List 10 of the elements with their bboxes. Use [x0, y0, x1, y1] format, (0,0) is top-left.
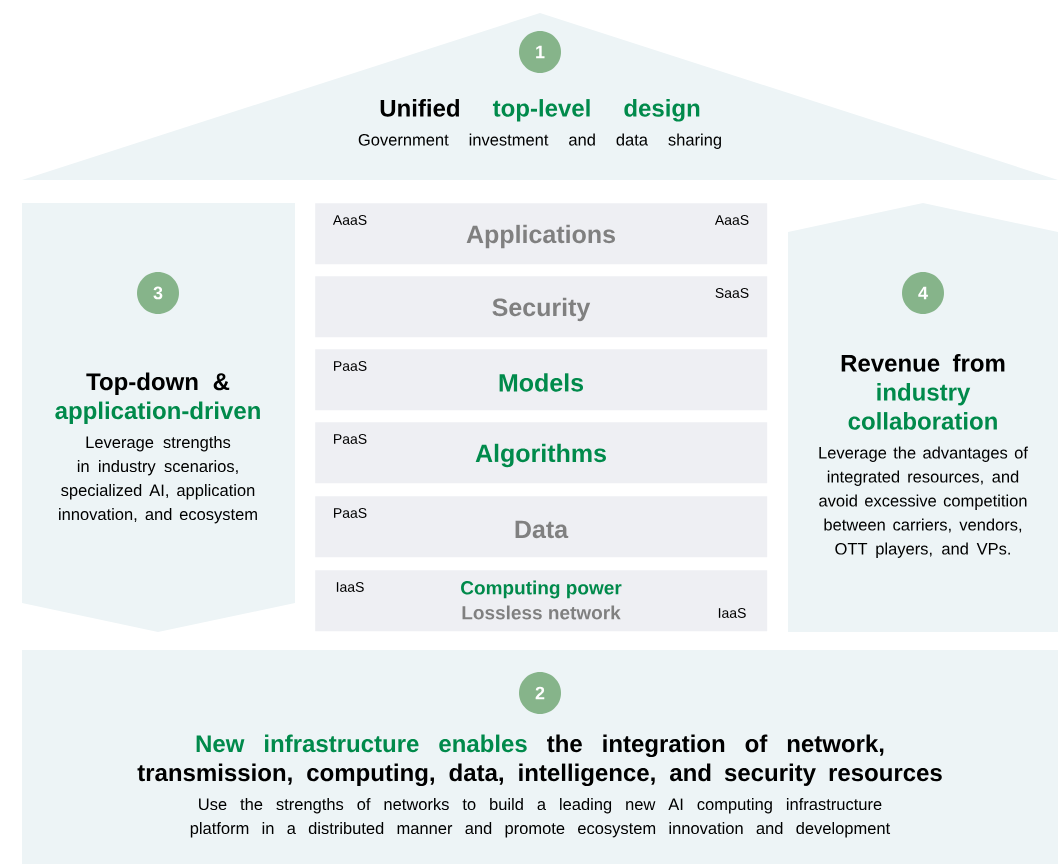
number-badge: 1: [519, 31, 561, 73]
stack-layer: AaaS Applications AaaS: [315, 203, 768, 265]
number-badge: 3: [137, 272, 179, 314]
stack-layer: PaaS Models: [315, 349, 768, 411]
stack-layer: Security SaaS: [315, 276, 768, 338]
number-badge: 4: [902, 272, 944, 314]
stack-layer: PaaS Data: [315, 496, 768, 558]
stack-layer: PaaS Algorithms: [315, 422, 768, 484]
stack-layer: IaaS Computing power Lossless network IaaS: [315, 570, 768, 632]
number-badge: 2: [519, 672, 561, 714]
